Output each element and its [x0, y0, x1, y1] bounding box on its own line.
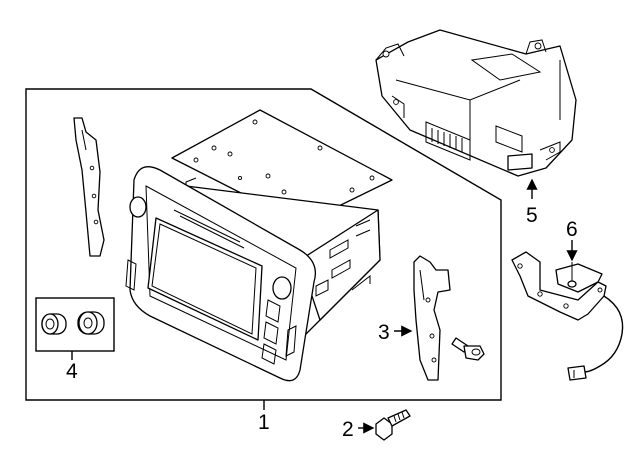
- callout-3: 3: [378, 321, 390, 344]
- callout-6: 6: [566, 218, 578, 241]
- callout-1: 1: [258, 411, 270, 434]
- module-part-5: [375, 29, 577, 177]
- display-screen: [147, 217, 263, 341]
- front-bezel: [125, 166, 317, 382]
- cable-connector: [567, 365, 587, 381]
- screw-part-2: [375, 409, 411, 441]
- bracket-part-3: [413, 255, 451, 381]
- left-knob: [129, 196, 147, 218]
- callout-5: 5: [526, 204, 538, 227]
- left-side-bracket: [73, 117, 105, 257]
- part-4-box: [35, 297, 115, 352]
- cushion-right: [77, 311, 105, 335]
- cable: [583, 295, 624, 373]
- cushion-left: [41, 313, 67, 335]
- callout-2: 2: [342, 418, 354, 441]
- bracket-part-6: [511, 251, 607, 321]
- callout-4: 4: [66, 360, 78, 383]
- right-knob: [272, 276, 292, 300]
- assembly-frame: [25, 88, 502, 401]
- mounting-bolt: [451, 337, 485, 361]
